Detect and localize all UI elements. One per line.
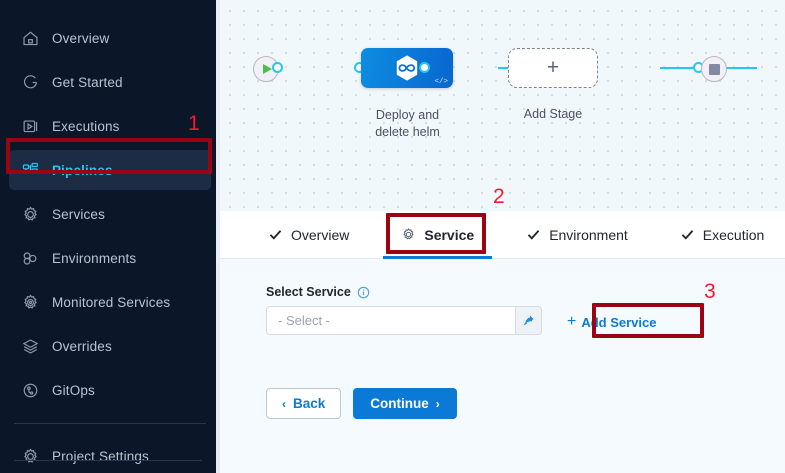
add-stage-button[interactable]: +: [508, 48, 598, 88]
pipeline-canvas[interactable]: </> + Deploy and delete helm Add Stage: [220, 0, 785, 211]
gitops-icon: [21, 381, 40, 400]
annotation-number-2: 2: [493, 185, 505, 208]
sidebar-edge: [216, 0, 220, 473]
gear-icon: [401, 227, 416, 242]
check-icon: [680, 227, 695, 242]
continue-button[interactable]: Continue ›: [353, 388, 457, 419]
stop-square-icon: [708, 63, 720, 75]
add-stage-label: Add Stage: [523, 107, 583, 121]
check-icon: [526, 227, 541, 242]
pin-icon[interactable]: [516, 306, 542, 335]
check-icon: [268, 227, 283, 242]
main-area: </> + Deploy and delete helm Add Stage: [220, 0, 785, 473]
continue-label: Continue: [370, 396, 429, 411]
select-service-row: - Select -: [266, 306, 785, 335]
tab-bar: Overview Service Environment Execution: [220, 211, 785, 259]
annotation-number-1: 1: [188, 112, 200, 135]
sidebar-item-label: Overview: [52, 30, 110, 46]
tab-label: Environment: [549, 226, 628, 243]
tab-service[interactable]: Service: [375, 211, 500, 259]
gear-icon: [21, 205, 40, 224]
pipeline-icon: [21, 161, 40, 180]
sidebar-item-label: Get Started: [52, 74, 123, 90]
tab-label: Service: [424, 226, 475, 243]
pipeline-end-node[interactable]: [701, 56, 727, 82]
cluster-icon: [21, 249, 40, 268]
tab-overview[interactable]: Overview: [242, 211, 375, 259]
sidebar-item-label: Services: [52, 206, 105, 222]
sidebar-item-overview[interactable]: Overview: [9, 18, 211, 58]
sidebar-item-label: GitOps: [52, 382, 95, 398]
sidebar-item-label: Overrides: [52, 338, 112, 354]
tab-label: Execution: [702, 226, 765, 243]
back-label: Back: [293, 396, 326, 411]
sidebar-bottom-divider: [14, 460, 202, 461]
stage-label-line1: Deploy and: [375, 108, 440, 122]
sidebar-item-get-started[interactable]: Get Started: [9, 62, 211, 102]
tab-environment[interactable]: Environment: [500, 211, 654, 259]
connector-dot: [419, 62, 430, 73]
sidebar-item-executions[interactable]: Executions: [9, 106, 211, 146]
sidebar-item-label: Pipelines: [52, 162, 113, 178]
play-box-icon: [21, 117, 40, 136]
sidebar-divider: [14, 423, 206, 424]
connector-dot: [272, 62, 283, 73]
code-marker-icon: </>: [434, 78, 448, 86]
sidebar-item-gitops[interactable]: GitOps: [9, 370, 211, 410]
layers-icon: [21, 337, 40, 356]
add-service-button[interactable]: + Add Service: [567, 314, 657, 330]
sidebar-item-project-settings[interactable]: Project Settings: [9, 436, 211, 473]
pipeline-stage-node[interactable]: </>: [361, 48, 453, 88]
sidebar-item-overrides[interactable]: Overrides: [9, 326, 211, 366]
rocket-icon: [21, 73, 40, 92]
plus-icon: +: [567, 313, 577, 330]
add-service-label: Add Service: [581, 314, 657, 330]
select-service-label: Select Service: [266, 285, 351, 299]
chevron-left-icon: ‹: [282, 396, 286, 411]
service-form: Select Service - Select - + Add Service …: [220, 259, 785, 473]
gear-dot-icon: [21, 293, 40, 312]
chevron-right-icon: ›: [435, 396, 440, 411]
tab-label: Overview: [291, 226, 350, 243]
tab-execution[interactable]: Execution: [654, 211, 785, 259]
plus-icon: +: [546, 55, 560, 79]
pipeline-row: </> +: [220, 48, 785, 88]
sidebar-item-pipelines[interactable]: Pipelines: [9, 150, 211, 190]
stage-label-line2: delete helm: [375, 125, 440, 139]
start-play-icon: [262, 64, 272, 74]
harness-hexagon-icon: [394, 54, 420, 82]
sidebar-item-environments[interactable]: Environments: [9, 238, 211, 278]
sidebar-item-label: Project Settings: [52, 448, 149, 464]
annotation-number-3: 3: [704, 280, 716, 303]
gear-icon: [21, 447, 40, 466]
sidebar-item-label: Executions: [52, 118, 120, 134]
select-service-label-row: Select Service: [266, 285, 785, 299]
stage-label: Deploy and delete helm: [330, 107, 485, 141]
info-icon[interactable]: [357, 286, 370, 299]
home-icon: [21, 29, 40, 48]
sidebar: Overview Get Started Executions Pipeline…: [0, 0, 220, 473]
form-actions: ‹ Back Continue ›: [266, 388, 785, 419]
back-button[interactable]: ‹ Back: [266, 388, 342, 419]
sidebar-item-services[interactable]: Services: [9, 194, 211, 234]
sidebar-item-monitored-services[interactable]: Monitored Services: [9, 282, 211, 322]
select-service-input[interactable]: - Select -: [266, 306, 516, 335]
sidebar-item-label: Environments: [52, 250, 137, 266]
sidebar-item-label: Monitored Services: [52, 294, 171, 310]
